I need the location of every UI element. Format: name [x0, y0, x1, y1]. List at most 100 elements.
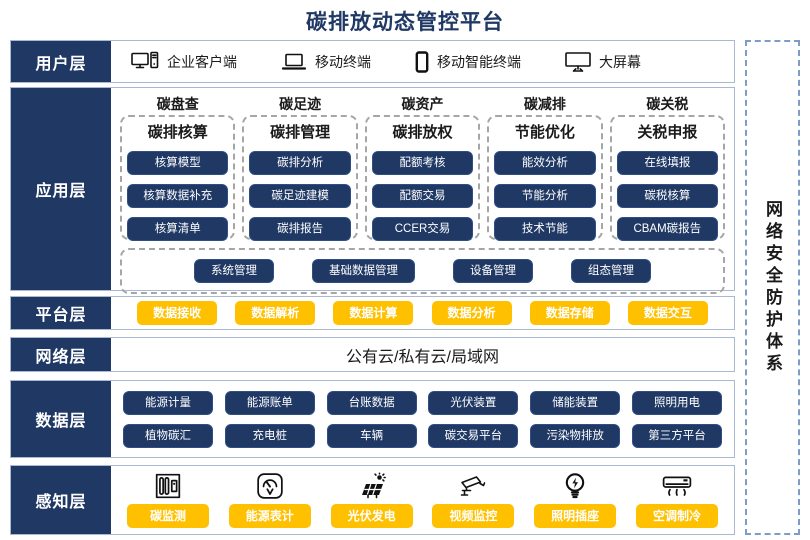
- layer-label-data: 数据层: [11, 381, 111, 457]
- user-item-label: 移动终端: [315, 53, 371, 70]
- app-common-button: 设备管理: [453, 259, 533, 283]
- user-item-enterprise-client: 企业客户端: [131, 51, 237, 73]
- laptop-icon: [281, 52, 307, 72]
- layer-network: 网络层 公有云/私有云/局域网: [10, 337, 735, 372]
- data-source-button: 照明用电: [631, 390, 722, 415]
- perception-layer-content: 碳监测 能源表计: [111, 466, 734, 534]
- app-common-button: 基础数据管理: [312, 259, 415, 283]
- data-source-button: 充电桩: [224, 423, 315, 448]
- platform-layer-content: 数据接收 数据解析 数据计算 数据分析 数据存储 数据交互: [111, 297, 734, 329]
- app-common-box: 系统管理 基础数据管理 设备管理 组态管理: [120, 248, 725, 294]
- perception-item-carbon-monitor: 碳监测: [125, 470, 211, 528]
- app-feature-button: 碳税核算: [616, 184, 719, 208]
- app-feature-button: 碳排报告: [249, 217, 351, 241]
- data-source-button: 光伏装置: [428, 390, 519, 415]
- network-text: 公有云/私有云/局域网: [346, 348, 499, 366]
- app-feature-button: CBAM碳报告: [616, 217, 719, 241]
- app-column-subheader: 关税申报: [637, 124, 698, 141]
- layer-label-network: 网络层: [11, 338, 111, 371]
- app-column-header: 碳资产: [401, 96, 444, 112]
- network-layer-content: 公有云/私有云/局域网: [111, 338, 734, 371]
- app-column-carbon-reduction: 碳减排 节能优化 能效分析 节能分析 技术节能: [487, 94, 603, 241]
- security-panel-label: 网络安全防护体系: [763, 199, 782, 376]
- perception-button: 光伏发电: [330, 504, 413, 528]
- data-source-button: 能源计量: [123, 390, 213, 415]
- data-layer-content: 能源计量 能源账单 台账数据 光伏装置 储能装置 照明用电 植物碳汇 充电桩 车…: [111, 381, 734, 457]
- perception-button: 空调制冷: [635, 504, 718, 528]
- light-bulb-icon: [564, 470, 586, 500]
- perception-button: 视频监控: [432, 504, 515, 528]
- app-common-button: 系统管理: [194, 259, 274, 283]
- app-feature-button: 能效分析: [494, 151, 596, 175]
- layer-app: 应用层 碳盘查 碳排核算 核算模型 核算数据补充 核算清单 碳足迹 碳排管理 碳…: [10, 87, 735, 294]
- page-title: 碳排放动态管控平台: [306, 11, 504, 34]
- app-column-box: 碳排管理 碳排分析 碳足迹建模 碳排报告: [242, 115, 358, 241]
- platform-button: 数据交互: [627, 301, 708, 325]
- platform-button: 数据存储: [529, 301, 610, 325]
- app-feature-button: 碳足迹建模: [249, 184, 351, 208]
- data-source-button: 车辆: [326, 423, 417, 448]
- layer-label-platform: 平台层: [11, 297, 111, 329]
- smartphone-icon: [415, 50, 429, 73]
- perception-item-energy-meter: 能源表计: [227, 470, 313, 528]
- app-feature-button: 节能分析: [494, 184, 596, 208]
- energy-meter-icon: [256, 470, 284, 500]
- app-common-button: 组态管理: [571, 259, 651, 283]
- app-feature-button: CCER交易: [371, 217, 474, 241]
- app-feature-button: 配额考核: [371, 151, 474, 175]
- data-source-button: 植物碳汇: [123, 423, 213, 448]
- data-source-button: 碳交易平台: [428, 423, 519, 448]
- app-column-subheader: 节能优化: [514, 124, 575, 141]
- layer-platform: 平台层 数据接收 数据解析 数据计算 数据分析 数据存储 数据交互: [10, 296, 735, 330]
- user-item-label: 移动智能终端: [437, 53, 521, 70]
- app-column-subheader: 碳排放权: [392, 124, 453, 141]
- user-item-smart-terminal: 移动智能终端: [415, 50, 521, 73]
- desktop-pc-icon: [131, 51, 159, 73]
- app-feature-button: 核算数据补充: [127, 184, 229, 208]
- app-feature-button: 核算清单: [127, 217, 229, 241]
- data-source-button: 能源账单: [224, 390, 315, 415]
- solar-power-icon: [357, 470, 387, 500]
- app-feature-button: 配额交易: [371, 184, 474, 208]
- app-column-box: 节能优化 能效分析 节能分析 技术节能: [487, 115, 603, 241]
- user-item-label: 大屏幕: [599, 53, 641, 70]
- app-column-box: 碳排核算 核算模型 核算数据补充 核算清单: [120, 115, 236, 241]
- app-feature-button: 技术节能: [494, 217, 596, 241]
- data-source-button: 第三方平台: [631, 423, 722, 448]
- app-column-carbon-inventory: 碳盘查 碳排核算 核算模型 核算数据补充 核算清单: [120, 94, 236, 241]
- platform-button: 数据解析: [235, 301, 316, 325]
- app-column-carbon-footprint: 碳足迹 碳排管理 碳排分析 碳足迹建模 碳排报告: [242, 94, 358, 241]
- perception-button: 碳监测: [127, 504, 209, 528]
- app-feature-button: 碳排分析: [249, 151, 351, 175]
- data-source-button: 污染物排放: [530, 423, 621, 448]
- data-source-row: 植物碳汇 充电桩 车辆 碳交易平台 污染物排放 第三方平台: [123, 423, 722, 448]
- platform-button: 数据接收: [137, 301, 218, 325]
- user-item-mobile-terminal: 移动终端: [281, 52, 371, 72]
- cctv-camera-icon: [458, 470, 488, 500]
- layer-data: 数据层 能源计量 能源账单 台账数据 光伏装置 储能装置 照明用电 植物碳汇 充…: [10, 380, 735, 458]
- platform-button: 数据分析: [431, 301, 512, 325]
- app-column-header: 碳盘查: [156, 96, 199, 112]
- layer-label-perception: 感知层: [11, 466, 111, 534]
- data-source-button: 储能装置: [530, 390, 621, 415]
- layer-label-app: 应用层: [11, 88, 111, 290]
- app-column-header: 碳减排: [523, 96, 566, 112]
- layer-label-user: 用户层: [11, 41, 111, 82]
- app-column-box: 关税申报 在线填报 碳税核算 CBAM碳报告: [609, 115, 726, 241]
- app-columns: 碳盘查 碳排核算 核算模型 核算数据补充 核算清单 碳足迹 碳排管理 碳排分析 …: [120, 94, 726, 241]
- app-column-subheader: 碳排管理: [270, 124, 331, 141]
- big-screen-icon: [565, 51, 591, 73]
- layer-user: 用户层 企业客户端 移动终端: [10, 40, 735, 83]
- app-layer-content: 碳盘查 碳排核算 核算模型 核算数据补充 核算清单 碳足迹 碳排管理 碳排分析 …: [111, 88, 734, 294]
- user-item-big-screen: 大屏幕: [565, 51, 641, 73]
- perception-item-air-conditioner: 空调制冷: [634, 470, 720, 528]
- perception-button: 照明插座: [534, 504, 617, 528]
- app-column-subheader: 碳排核算: [147, 124, 208, 141]
- data-source-row: 能源计量 能源账单 台账数据 光伏装置 储能装置 照明用电: [123, 390, 722, 415]
- user-item-label: 企业客户端: [167, 53, 237, 70]
- platform-button: 数据计算: [333, 301, 414, 325]
- data-source-button: 台账数据: [326, 390, 417, 415]
- perception-button: 能源表计: [228, 504, 311, 528]
- app-column-carbon-tariff: 碳关税 关税申报 在线填报 碳税核算 CBAM碳报告: [609, 94, 726, 241]
- app-column-header: 碳关税: [646, 96, 689, 112]
